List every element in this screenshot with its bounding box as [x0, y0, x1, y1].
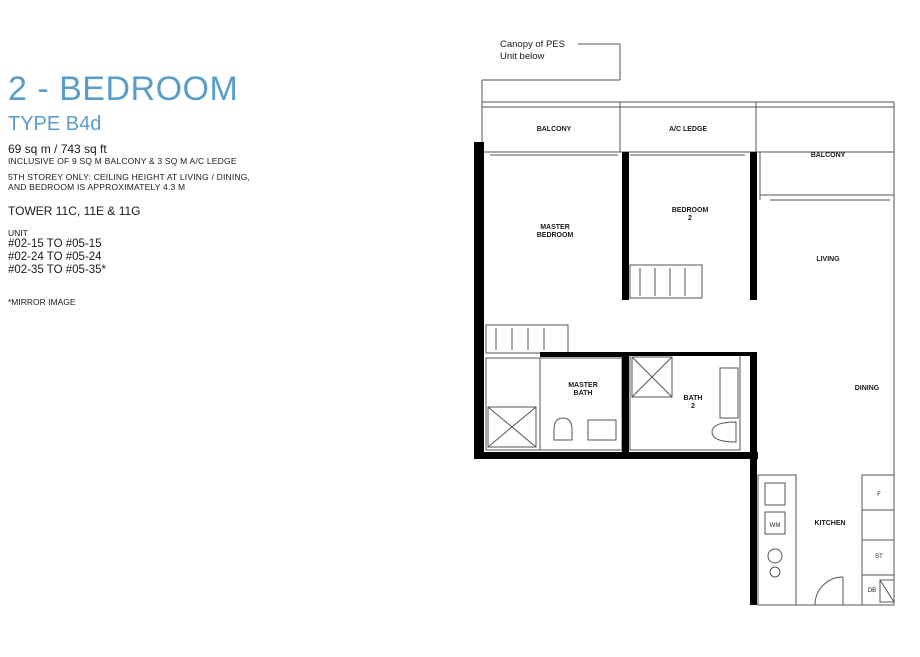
master-wardrobe: [485, 324, 569, 354]
label-ac-ledge: A/C LEDGE: [669, 126, 707, 133]
canopy-label-line2: Unit below: [500, 51, 544, 62]
kitchen-door-swing: [814, 576, 844, 606]
area-inclusive-note: INCLUSIVE OF 9 SQ M BALCONY & 3 SQ M A/C…: [8, 156, 237, 166]
bedroom2-west-wall: [622, 152, 629, 300]
label-balcony-right: BALCONY: [811, 152, 846, 159]
label-kitchen: KITCHEN: [814, 520, 845, 527]
tower-list: TOWER 11C, 11E & 11G: [8, 204, 141, 218]
storey-note-line1: 5TH STOREY ONLY: CEILING HEIGHT AT LIVIN…: [8, 172, 251, 182]
bath2-outline: [629, 354, 741, 451]
unit-range-2: #02-24 TO #05-24: [8, 251, 102, 263]
label-bedroom2-2: 2: [688, 215, 692, 222]
bedroom2-east-wall: [750, 152, 757, 300]
shower-2: [631, 356, 673, 398]
label-bath2-2: 2: [691, 403, 695, 410]
hob: [767, 548, 783, 564]
unit-title: 2 - BEDROOM: [8, 70, 239, 108]
shower-1: [487, 406, 537, 448]
label-bath2-1: BATH: [684, 395, 703, 402]
canopy-label-line1: Canopy of PES: [500, 39, 565, 50]
bedroom2-wardrobe: [629, 264, 703, 299]
label-balcony-left: BALCONY: [537, 126, 572, 133]
unit-area: 69 sq m / 743 sq ft: [8, 142, 107, 156]
unit-range-3: #02-35 TO #05-35*: [8, 264, 107, 276]
basin-2: [719, 367, 739, 419]
label-living: LIVING: [816, 256, 840, 263]
bath-divider-wall: [622, 352, 629, 452]
toilet-1: [553, 417, 573, 441]
label-master-bath-1: MASTER: [568, 382, 598, 389]
kitchen-counter: [757, 474, 797, 606]
unit-range-1: #02-15 TO #05-15: [8, 238, 102, 250]
label-master-bedroom-1: MASTER: [540, 224, 570, 231]
unit-type: TYPE B4d: [8, 113, 102, 135]
label-bedroom2-1: BEDROOM: [672, 207, 709, 214]
label-dining: DINING: [855, 385, 880, 392]
bath2-east-wall: [750, 352, 757, 477]
bath2-north-wall: [622, 352, 757, 356]
west-wall: [474, 142, 484, 457]
toilet-2: [711, 421, 737, 443]
washing-machine: [764, 511, 786, 535]
unit-info-panel: 2 - BEDROOM TYPE B4d 69 sq m / 743 sq ft…: [8, 70, 308, 307]
master-bath-north-wall: [540, 352, 622, 357]
unit-label: UNIT: [8, 228, 28, 238]
storey-note-line2: AND BEDROOM IS APPROXIMATELY 4.3 M: [8, 182, 186, 192]
label-wm: WM: [770, 523, 781, 529]
south-wall: [474, 452, 758, 459]
label-store: ST: [875, 554, 883, 560]
label-master-bedroom-2: BEDROOM: [537, 232, 574, 239]
sink: [764, 482, 786, 506]
label-db: DB: [868, 588, 876, 594]
label-fridge: F: [877, 492, 881, 498]
label-master-bath-2: BATH: [574, 390, 593, 397]
basin-1: [587, 419, 617, 441]
kitchen-west-wall: [750, 475, 757, 605]
mirror-note: *MIRROR IMAGE: [8, 297, 76, 307]
